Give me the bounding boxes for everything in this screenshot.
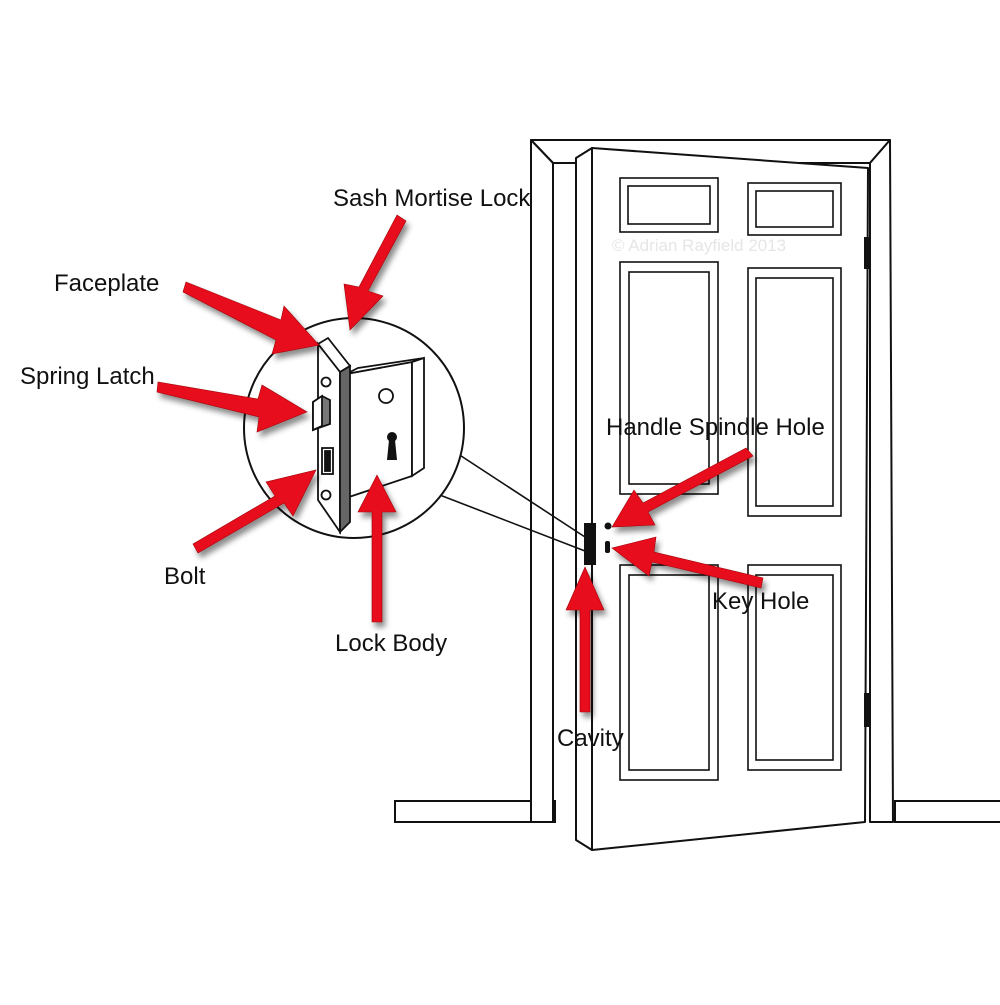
arrow-key-hole xyxy=(611,536,764,589)
label-lock-body: Lock Body xyxy=(335,630,448,657)
key-hole xyxy=(605,541,610,553)
arrow-cavity xyxy=(565,566,605,713)
handle-spindle-hole xyxy=(604,522,612,530)
label-spring-latch: Spring Latch xyxy=(20,363,155,390)
lock-keyhole-icon xyxy=(387,432,397,460)
label-key-hole: Key Hole xyxy=(712,588,810,615)
spring-latch xyxy=(312,394,331,432)
door-panels xyxy=(619,177,842,781)
deadbolt xyxy=(321,447,334,475)
arrow-lock-body xyxy=(357,474,397,623)
cavity-slot xyxy=(584,523,596,565)
arrow-sash-mortise-lock xyxy=(343,214,407,331)
callout-lines xyxy=(431,449,586,552)
arrow-handle-spindle-hole xyxy=(611,447,754,528)
arrow-spring-latch xyxy=(156,381,308,433)
skirting-board xyxy=(394,800,1000,823)
label-sash-mortise-lock: Sash Mortise Lock xyxy=(333,185,531,212)
label-cavity: Cavity xyxy=(557,725,624,752)
label-bolt: Bolt xyxy=(164,563,206,590)
label-handle-spindle-hole: Handle Spindle Hole xyxy=(606,414,825,441)
arrow-bolt xyxy=(192,469,317,554)
annotation-arrows xyxy=(156,214,764,713)
faceplate xyxy=(316,336,352,535)
watermark: © Adrian Rayfield 2013 xyxy=(612,236,787,255)
lock-body xyxy=(345,356,425,500)
hinges xyxy=(864,237,870,727)
label-faceplate: Faceplate xyxy=(54,270,160,297)
arrow-faceplate xyxy=(182,281,320,355)
